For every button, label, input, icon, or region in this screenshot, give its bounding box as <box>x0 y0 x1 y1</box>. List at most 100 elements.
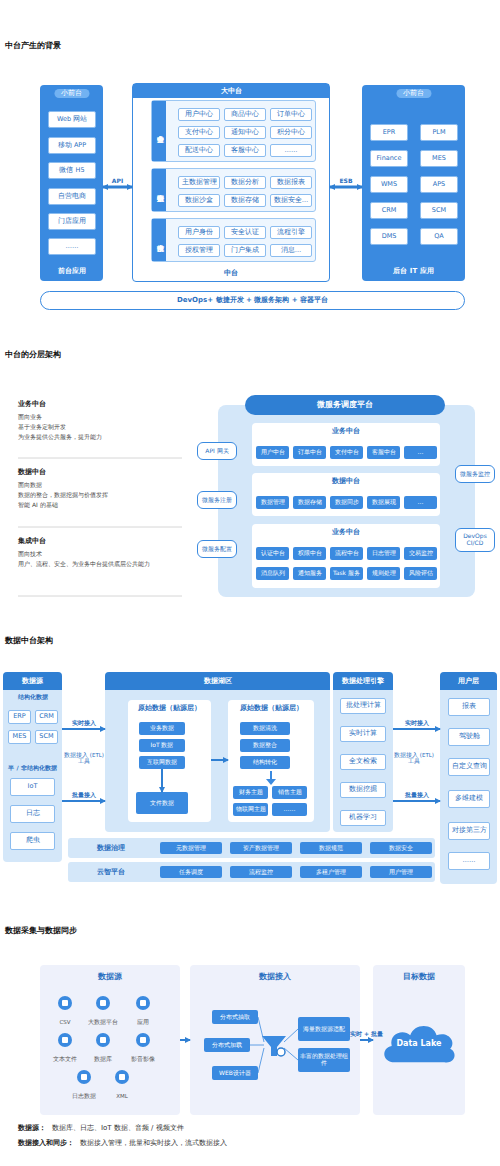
node-label: 全文检索 <box>341 755 385 769</box>
icon-glyph <box>62 1000 68 1006</box>
edge-label: 实时接入 <box>405 720 429 727</box>
front-panel: 小前台前台应用Web 网站移动 APP微信 H5自营电商门店应用…… <box>40 85 103 281</box>
funnel-icon <box>262 1036 286 1056</box>
node-label: 流程引擎 <box>271 227 311 238</box>
flow-line <box>284 1048 298 1060</box>
item-box: 数据沙盒 <box>178 194 220 207</box>
node-label: 机器学习 <box>341 811 385 825</box>
node-label: 多租户管理 <box>300 866 362 878</box>
service-box: 微服务配置 <box>197 540 237 558</box>
item-box: …… <box>272 803 307 816</box>
item-box: 财务主题 <box>233 786 268 799</box>
edge-label: ESB <box>340 178 353 185</box>
connector <box>393 728 440 730</box>
node-label: 文本文件 <box>39 1056 91 1062</box>
node-label: 日志 <box>11 806 54 822</box>
item-box: 安全认证 <box>224 226 266 239</box>
node-label: 支付中心 <box>179 127 219 138</box>
flow-line <box>284 1029 298 1042</box>
node-label: 通知服务 <box>293 567 326 580</box>
section-heading: 数据采集与数据同步 <box>5 926 77 935</box>
item-box: 多租户管理 <box>300 866 362 878</box>
item-box: 数据整合 <box>240 739 290 752</box>
item-box: 权限中台 <box>293 547 326 560</box>
item-box: ERP <box>8 710 31 724</box>
platform-box: 大中台中台业务中台用户中心商品中心订单中心支付中心通知中心积分中心配送中心客服中… <box>132 83 330 282</box>
node-label: 原始数据（贴源层） <box>228 704 314 712</box>
item-box: 数据管理 <box>256 496 289 509</box>
icon-circle <box>136 1033 150 1047</box>
service-box: 微服务监控 <box>455 465 495 483</box>
node-label: CRM <box>371 203 407 218</box>
item-box: 批处理计算 <box>340 698 386 714</box>
node-label: 结构化数据 <box>5 694 60 701</box>
stage-panel: 目标数据Data Lake <box>373 965 465 1115</box>
node-label: 用户中心 <box>179 109 219 120</box>
text-label: 数据源： <box>18 1124 46 1132</box>
item-box: 门店应用 <box>48 213 96 230</box>
node-label: 流程监控 <box>230 866 292 878</box>
node-label: Data Lake <box>380 1020 458 1068</box>
node-label: SCM <box>421 203 457 218</box>
section-heading: 数据中台架构 <box>5 636 53 645</box>
source-icon: 影音影像 <box>123 1032 163 1062</box>
item-box: 日志 <box>10 805 55 823</box>
column-panel: 数据处理引擎批处理计算实时计算全文检索数据挖掘机器学习 <box>333 672 393 832</box>
node-label: 权限中台 <box>293 547 326 560</box>
icon-circle <box>96 1033 110 1047</box>
item-box: WMS <box>370 176 408 193</box>
gear-icon <box>277 1048 285 1056</box>
node-label: … <box>404 496 437 509</box>
node-label: 数据整合 <box>240 739 290 752</box>
item-box: 数据展现 <box>367 496 400 509</box>
item-box: 结构转化 <box>240 756 290 769</box>
text-label: 为业务提供公共服务，提升能力 <box>18 434 102 441</box>
diagram-title: 中台产生的背景 <box>5 41 61 50</box>
node-label: 数据接入 <box>190 973 360 982</box>
node-label: 任务调度 <box>160 866 222 878</box>
node-label: 实时计算 <box>341 727 385 741</box>
node-label: 客服中台 <box>367 446 400 459</box>
connector <box>360 1039 373 1041</box>
item-box: 任务调度 <box>160 866 222 878</box>
node-label: API 网关 <box>198 443 236 459</box>
node-label: 分布式抽取 <box>212 1010 258 1024</box>
node-label: 商品中心 <box>225 109 265 120</box>
item-box: 商品中心 <box>224 108 266 121</box>
node-label: ERP <box>9 711 30 723</box>
icon-graphic <box>123 995 163 1011</box>
text-label: 数据库、日志、IoT 数据、音频 / 视频文件 <box>52 1124 184 1132</box>
text-label: 面向数据 <box>18 482 42 489</box>
node-label: 数据管理 <box>256 496 289 509</box>
item-box: 报表 <box>448 698 490 716</box>
text-label: 面向业务 <box>18 414 42 421</box>
item-box: …… <box>48 238 96 255</box>
edge-label: API <box>112 178 123 185</box>
item-box: 流程中台 <box>330 547 363 560</box>
flow-line <box>258 1048 264 1073</box>
separator-line <box>18 458 182 459</box>
source-icon: 日志数据 <box>64 1069 104 1099</box>
node-label: 交易监控 <box>404 547 437 560</box>
node-label: 资产数据管理 <box>230 842 292 854</box>
column-panel: 数据湖区原始数据（贴源层）业务数据IoT 数据互联网数据文件数据原始数据（贴源层… <box>105 672 330 832</box>
node-label: Task 服务 <box>330 567 363 580</box>
icon-graphic <box>83 995 123 1011</box>
item-box: SCM <box>35 730 58 744</box>
node-label: 大中台 <box>133 84 329 98</box>
node-label: 元数据管理 <box>160 842 222 854</box>
node-label: 爬虫 <box>11 833 54 849</box>
node-label: 数据安全… <box>271 195 311 206</box>
item-box: 数据分析 <box>224 176 266 189</box>
connector <box>211 759 228 761</box>
node-label: MES <box>9 731 30 743</box>
item-box: 数据报表 <box>270 176 312 189</box>
node-label: 批处理计算 <box>341 699 385 713</box>
scheduler-box: 微服务调度平台业务中台用户中台订单中台支付中台客服中台…数据中台数据管理数据存储… <box>218 405 475 597</box>
node-label: 消息… <box>271 245 311 256</box>
node-label: WEB设计器 <box>212 1066 258 1080</box>
icon-circle <box>58 996 72 1010</box>
item-box: 消息队列 <box>256 567 289 580</box>
separator-line <box>18 596 182 597</box>
